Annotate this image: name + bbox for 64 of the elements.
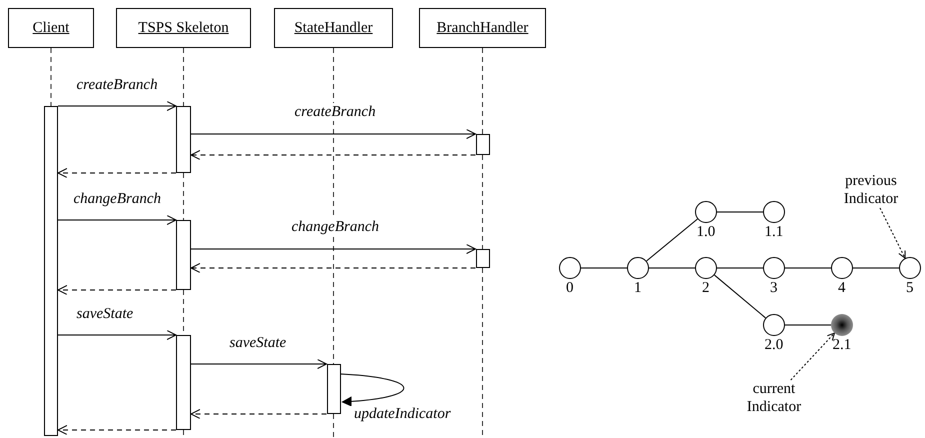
lifeline [50,48,52,106]
version-circle [763,257,785,279]
lifeline [482,268,483,438]
lifeline [183,430,184,438]
version-circle [899,257,921,279]
message-arrow [58,215,176,225]
tree-edge [714,274,766,318]
message-arrow [190,129,476,139]
node-number: 1.0 [696,224,716,240]
return-arrow [58,168,176,178]
lifeline [333,414,334,438]
version-circle [559,257,581,279]
activation-bar [476,249,490,268]
return-arrow [58,425,176,435]
self-message-arrow [340,374,404,406]
lifeline [183,172,184,220]
return-arrow [190,409,327,419]
lifeline [482,48,483,134]
node-number: 2 [702,280,710,296]
callout-text: previous Indicator [835,172,907,208]
activation-bar [326,364,340,414]
return-arrow [58,285,176,295]
message-arrow [190,359,327,369]
lifeline [333,48,334,364]
edge-label: changeBranch [290,218,381,236]
activation-bar [176,335,191,430]
edge-label: createBranch [292,103,378,121]
version-circle [763,201,785,223]
version-circle [627,257,649,279]
return-arrow [190,150,476,160]
version-circle [763,314,785,336]
activation-bar [176,220,191,290]
lifeline [183,48,184,106]
version-circle [695,201,717,223]
leader-line [790,332,835,380]
lifeline-header: StateHandler [274,8,393,48]
node-number: 1.1 [764,224,784,240]
message-arrow [58,101,176,111]
lifeline-header: BranchHandler [419,8,546,48]
node-number: 3 [770,280,778,296]
message-arrow [190,244,476,254]
node-number: 1 [634,280,642,296]
activation-bar [44,106,58,436]
version-circle [695,257,717,279]
lifeline-header: TSPS Skeleton [116,8,251,48]
tree-edge [784,324,832,326]
node-number: 2.1 [832,337,852,353]
shaded-circle [831,314,853,336]
edge-label: updateIndicator [352,405,453,423]
node-number: 4 [838,280,846,296]
tree-edge [646,218,698,262]
lifeline [482,154,483,250]
node-number: 5 [906,280,914,296]
return-arrow [190,263,476,273]
version-circle [831,257,853,279]
leader-line [880,208,906,259]
activation-bar [476,134,490,155]
callout-text: current Indicator [738,380,810,416]
node-number: 0 [566,280,574,296]
lifeline-header: Client [8,8,94,48]
edge-label: changeBranch [72,190,163,208]
activation-bar [176,106,191,173]
node-number: 2.0 [764,337,784,353]
message-arrow [58,330,176,340]
